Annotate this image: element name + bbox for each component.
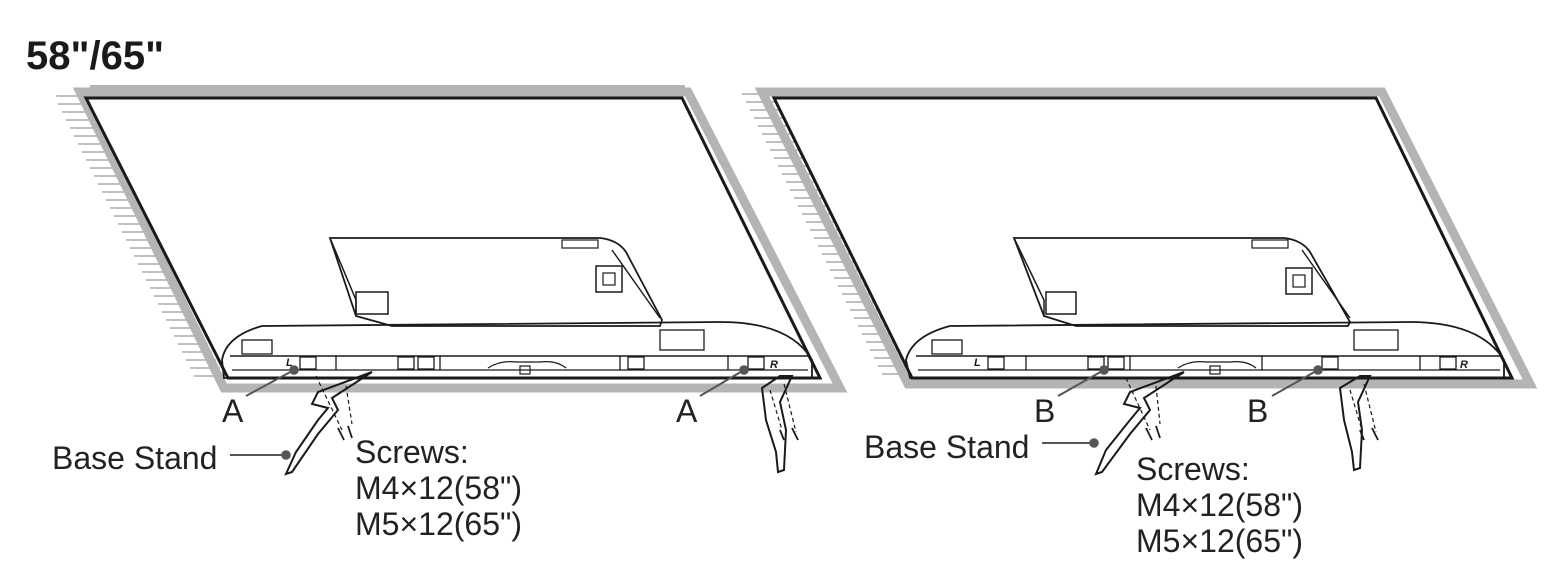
left-tv-lower-body	[221, 321, 813, 379]
left-stand-right	[760, 375, 794, 474]
right-back-cover	[1012, 237, 1352, 327]
right-screws	[1125, 377, 1377, 433]
right-stand-right	[1338, 375, 1372, 472]
right-mark-l: L	[974, 357, 981, 369]
left-callout-leader-a2	[699, 365, 749, 397]
left-tv-illustration: L R	[56, 85, 848, 476]
right-mark-r: R	[1460, 359, 1468, 371]
screw-spec-65: M5×12(65")	[1136, 523, 1303, 559]
callout-a-left: A	[222, 393, 244, 429]
screw-spec-58: M4×12(58")	[1136, 487, 1303, 523]
screws-note-left: Screws: M4×12(58") M5×12(65")	[355, 434, 522, 542]
left-callout-leader-a1	[245, 365, 299, 397]
left-back-cover	[328, 237, 663, 327]
right-tv-illustration: L R	[742, 87, 1538, 476]
right-callout-leader-b2	[1271, 365, 1323, 397]
screw-spec-58: M4×12(58")	[355, 470, 522, 506]
callout-a-right: A	[676, 393, 698, 429]
base-stand-label-right: Base Stand	[864, 429, 1030, 465]
left-stand-left	[284, 371, 373, 476]
left-mark-l: L	[286, 357, 293, 369]
screws-note-right: Screws: M4×12(58") M5×12(65")	[1136, 451, 1303, 559]
left-tv-panel	[83, 96, 823, 380]
left-mount-icons	[299, 356, 765, 370]
callout-b-right: B	[1247, 393, 1269, 429]
right-mount-icons	[987, 356, 1457, 370]
callout-b-left: B	[1034, 393, 1056, 429]
left-mark-r: R	[770, 359, 778, 371]
right-cloth-shadow	[754, 87, 1538, 389]
left-cloth-shadow	[72, 87, 848, 393]
page-title: 58"/65"	[26, 34, 165, 78]
base-stand-label-left: Base Stand	[52, 440, 218, 476]
right-callout-leader-b1	[1057, 365, 1109, 397]
right-tv-panel	[771, 96, 1515, 380]
left-screws	[315, 375, 797, 433]
screws-heading: Screws:	[1136, 451, 1250, 487]
right-tv-lower-body	[905, 321, 1505, 379]
screws-heading: Screws:	[355, 434, 469, 470]
screw-spec-65: M5×12(65")	[355, 506, 522, 542]
right-stand-left	[1094, 371, 1185, 476]
